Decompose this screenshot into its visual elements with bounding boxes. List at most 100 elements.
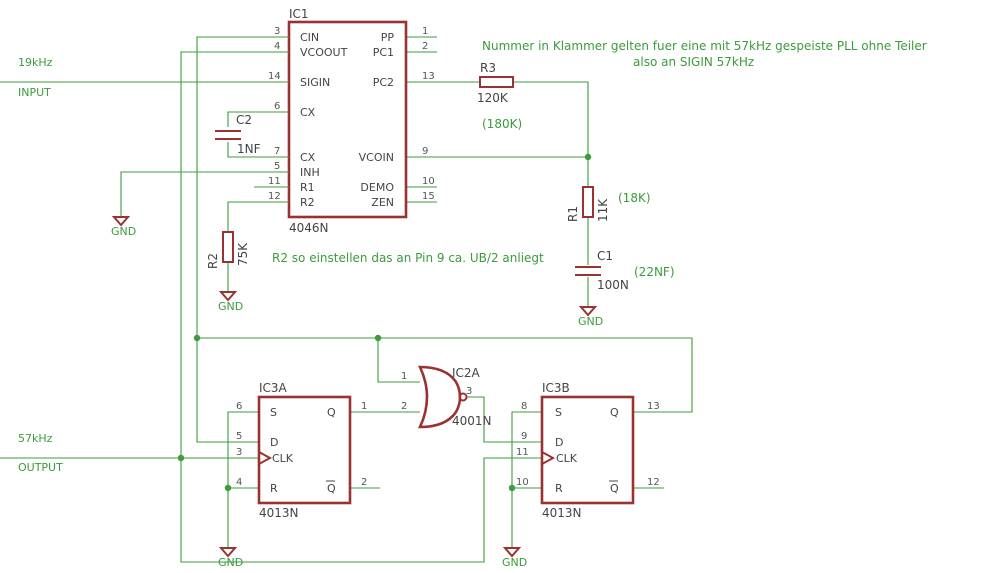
nor-gate-body — [417, 365, 462, 429]
ic1-pin-number: 5 — [274, 161, 280, 172]
note-r2-adjust: R2 so einstellen das an Pin 9 ca. UB/2 a… — [272, 251, 544, 265]
ic1-pin-number: 13 — [422, 71, 435, 82]
gnd-label: GND — [111, 225, 136, 238]
ic3b-pin-clk: 11 — [516, 447, 529, 458]
wire-r2-top — [227, 201, 289, 232]
note-line-2: also an SIGIN 57kHz — [633, 55, 754, 69]
c1-name: C1 — [597, 249, 613, 263]
ic3a-pin-d: 5 — [236, 431, 242, 442]
ic3b-value: 4013N — [542, 506, 582, 520]
ic3b-body — [540, 395, 635, 505]
ic1-name: IC1 — [289, 7, 309, 21]
annotations: Nummer in Klammer gelten fuer eine mit 5… — [272, 39, 927, 265]
ic3a-qn-label: Q — [327, 482, 336, 495]
ic2a-value: 4001N — [452, 414, 492, 428]
ic2a-pin-out: 3 — [466, 386, 472, 397]
r2-body — [222, 231, 234, 263]
ic3b-r-label: R — [555, 482, 563, 495]
gnd-symbol: GND — [218, 547, 243, 569]
ic1-pin-label: SIGIN — [300, 76, 330, 89]
ic1-pin-number: 9 — [422, 146, 428, 157]
ic1-pin-label: CX — [300, 106, 316, 119]
wire-nor-in1 — [377, 338, 420, 383]
r1-alt-value: (18K) — [618, 191, 651, 205]
r2-name: R2 — [206, 253, 220, 269]
ic1-pin-label: PC1 — [373, 46, 394, 59]
ic1-pin-number: 6 — [274, 101, 280, 112]
r2-value: 75K — [236, 242, 250, 266]
ic3a-q-label: Q — [327, 406, 336, 419]
c2-name: C2 — [236, 113, 252, 127]
ic1-pin-label: CIN — [300, 31, 319, 44]
ic3a-clk-label: CLK — [272, 452, 294, 465]
ic3b-pin-q: 13 — [647, 401, 660, 412]
ic2a-pin-in2: 2 — [401, 401, 407, 412]
ic1-pin-number: 12 — [268, 191, 281, 202]
ic1-pin-label: VCOIN — [359, 151, 394, 164]
ic3a-name: IC3A — [259, 381, 288, 395]
output-frequency-label: 57kHz — [18, 432, 53, 445]
ic1-pin-label: VCOOUT — [300, 46, 348, 59]
junction — [177, 454, 185, 462]
ic3b-clk-label: CLK — [556, 452, 578, 465]
ic3b-name: IC3B — [542, 381, 570, 395]
junctions — [177, 153, 592, 492]
junction — [374, 334, 382, 342]
wire-vcoout — [180, 51, 542, 563]
c1-value: 100N — [597, 278, 629, 292]
wire-ic3b-q-loop — [197, 337, 693, 413]
ic1-pin-label: CX — [300, 151, 316, 164]
gnd-label: GND — [502, 556, 527, 569]
gnd-symbol: GND — [218, 291, 243, 313]
ic2a-nor-gate: IC2A 4001N 1 2 3 — [401, 365, 492, 429]
wire-inh-gnd — [120, 171, 289, 217]
gnd-symbol: GND — [502, 547, 527, 569]
ic3b-d-label: D — [555, 436, 563, 449]
ic1-pin-label: PP — [381, 31, 395, 44]
r3-alt-value: (180K) — [482, 117, 522, 131]
wire-ic3b-s-r — [511, 411, 542, 548]
ic1-value: 4046N — [289, 221, 329, 235]
ic3a-pin-r: 4 — [236, 477, 242, 488]
ic3a-pin-s: 6 — [236, 401, 242, 412]
ic3b-flipflop: IC3B 4013N S D CLK R Q Q 8 9 11 10 13 12 — [516, 381, 660, 520]
ic1-pin-number: 4 — [274, 41, 280, 52]
ic3a-s-label: S — [270, 406, 277, 419]
ic1-pin-number: 11 — [268, 176, 281, 187]
ic3a-clock-mark — [258, 451, 273, 465]
ic3b-pin-r: 10 — [516, 477, 529, 488]
r3-body — [479, 76, 514, 88]
ic3a-flipflop: IC3A 4013N S D CLK R Q Q 6 5 3 4 1 2 — [236, 381, 367, 520]
ic1-pin-label: PC2 — [373, 76, 394, 89]
wire-nor-out — [466, 396, 542, 443]
r3-value: 120K — [477, 91, 509, 105]
ic3b-pin-d: 9 — [521, 431, 527, 442]
ic3b-qn-label: Q — [610, 482, 619, 495]
gnd-symbol: GND — [578, 306, 603, 328]
capacitor-c2: C2 1NF — [215, 113, 261, 156]
r3-name: R3 — [480, 61, 496, 75]
ic3b-clock-mark — [541, 451, 556, 465]
ic3a-pin-q: 1 — [361, 401, 367, 412]
gnd-label: GND — [218, 300, 243, 313]
ic1-pin-label: ZEN — [371, 196, 394, 209]
gnd-symbol: GND — [111, 216, 136, 238]
ic3b-pin-s: 8 — [521, 401, 527, 412]
r1-body — [582, 186, 594, 218]
ic3b-s-label: S — [555, 406, 562, 419]
wire-r3-to-node — [513, 81, 589, 187]
gnd-symbols: GND GND GND GND GND — [111, 216, 603, 569]
ic3a-d-label: D — [270, 436, 278, 449]
r1-name: R1 — [566, 206, 580, 222]
ic1-pin-label: R2 — [300, 196, 315, 209]
c2-value: 1NF — [237, 142, 261, 156]
gnd-label: GND — [578, 315, 603, 328]
junction — [193, 334, 201, 342]
ic1-pin-label: DEMO — [360, 181, 394, 194]
input-frequency-label: 19kHz — [18, 56, 53, 69]
ic3a-pin-clk: 3 — [236, 447, 242, 458]
resistor-r2: R2 75K — [206, 231, 250, 269]
ic2a-name: IC2A — [452, 366, 481, 380]
